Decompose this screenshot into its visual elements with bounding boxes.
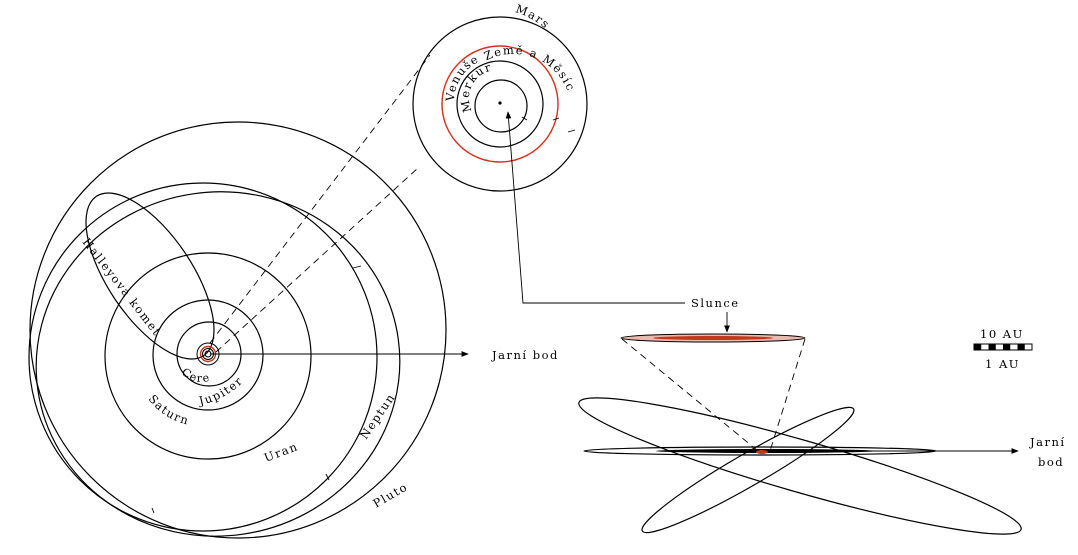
inner-system-view: Mars Země a Měsíc Venuše Merkur bbox=[412, 2, 588, 192]
neptune-orbit bbox=[29, 121, 447, 539]
side-view: Jarní bod bbox=[578, 333, 1066, 535]
pluto-tick-2 bbox=[151, 507, 155, 514]
neptune-tick bbox=[352, 265, 362, 269]
scale-outer-label: 10 AU bbox=[980, 327, 1024, 341]
earth-orbit bbox=[441, 45, 559, 163]
vernal-point-label-side-2: bod bbox=[1038, 455, 1064, 469]
pluto-orbit bbox=[35, 191, 401, 537]
mercury-orbit bbox=[474, 79, 528, 133]
earth-tick bbox=[552, 117, 560, 121]
mercury-tick bbox=[521, 116, 528, 121]
mars-perihelion-tick bbox=[567, 129, 576, 133]
side-zoom-line-right bbox=[769, 338, 806, 452]
jupiter-orbit bbox=[152, 299, 264, 411]
neptune-label: Neptun bbox=[357, 390, 398, 441]
vernal-point-label-top: Jarní bod bbox=[491, 348, 559, 362]
uranus-orbit bbox=[28, 182, 378, 532]
pluto-label: Pluto bbox=[370, 479, 410, 510]
saturn-orbit bbox=[104, 252, 312, 460]
mars-orbit bbox=[412, 16, 588, 192]
halley-orbit bbox=[85, 192, 215, 360]
scale-inner-label: 1 AU bbox=[985, 357, 1020, 371]
vernal-point-label-side-1: Jarní bbox=[1029, 435, 1066, 449]
zoom-line-bottom bbox=[215, 167, 419, 353]
side-inner-disk-core bbox=[653, 336, 773, 340]
venus-orbit bbox=[456, 60, 544, 148]
side-halley-orbit bbox=[641, 406, 855, 534]
scale-bar: 10 AU 1 AU bbox=[973, 327, 1033, 371]
sun-label: Slunce bbox=[691, 296, 740, 310]
side-inner-red bbox=[756, 450, 768, 454]
halley-label: Halleyova kometa bbox=[0, 0, 164, 339]
uranus-label: Uran bbox=[262, 439, 300, 465]
sun-dot bbox=[498, 101, 502, 105]
saturn-label: Saturn bbox=[146, 392, 192, 428]
sun-pointer-line bbox=[505, 111, 685, 304]
side-zoom-line-left bbox=[621, 338, 759, 452]
mars-label: Mars bbox=[514, 2, 553, 32]
side-pluto-orbit bbox=[578, 397, 1022, 535]
earth-moon-label: Země a Měsíc bbox=[482, 43, 579, 94]
zoom-line-top bbox=[209, 54, 431, 344]
pluto-tick-1 bbox=[325, 473, 330, 481]
